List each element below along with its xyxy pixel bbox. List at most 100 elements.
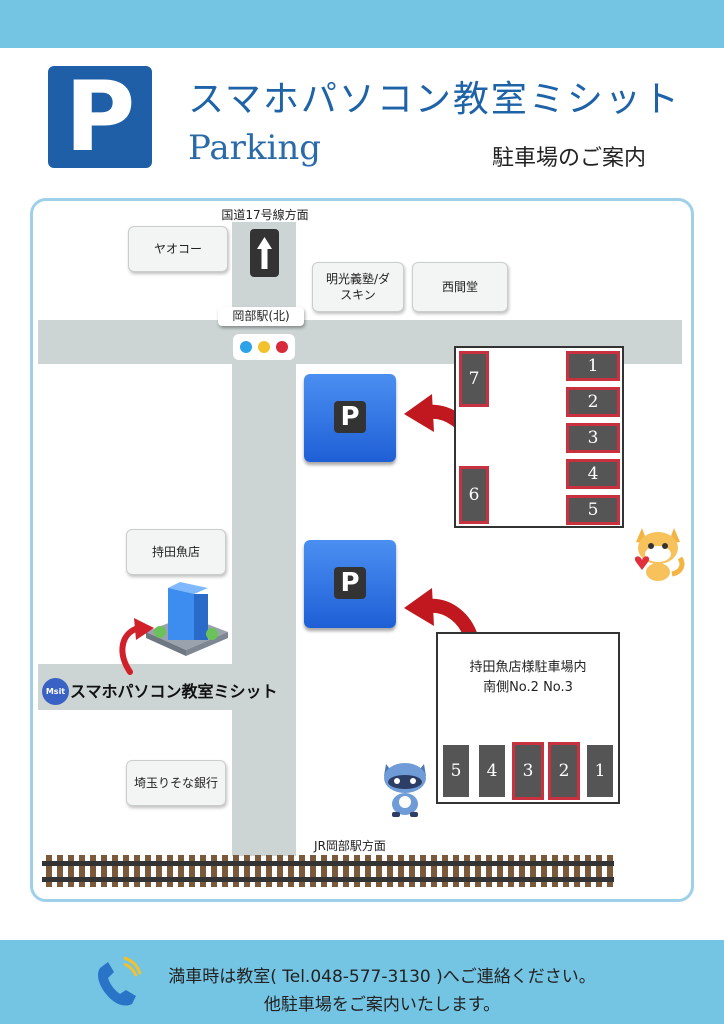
railroad-tie: [57, 855, 63, 887]
parking-slot: 1: [584, 742, 616, 800]
railroad-tie: [541, 855, 547, 887]
south-lot-caption-line1: 持田魚店様駐車場内: [469, 660, 587, 675]
railroad-tie: [178, 855, 184, 887]
railroad-tie: [123, 855, 129, 887]
railroad-tie: [145, 855, 151, 887]
railroad-tie: [574, 855, 580, 887]
railroad-track-icon: [42, 855, 614, 887]
railroad-tie: [431, 855, 437, 887]
parking-slot: 6: [459, 466, 489, 524]
railroad-tie: [365, 855, 371, 887]
building-yaoko-label: ヤオコー: [153, 242, 202, 256]
parking-sign-letter: P: [64, 61, 136, 173]
railroad-tie: [475, 855, 481, 887]
building-saitama-resona: 埼玉りそな銀行: [126, 760, 226, 806]
footer-guide-line: 他駐車場をご案内いたします。: [263, 995, 501, 1015]
railroad-tie: [321, 855, 327, 887]
raccoon-mascot-icon: [384, 763, 426, 817]
subtitle-english: Parking: [188, 128, 322, 168]
railroad-tie: [156, 855, 162, 887]
railroad-tie: [420, 855, 426, 887]
building-saitama-resona-label: 埼玉りそな銀行: [133, 776, 218, 790]
railroad-tie: [266, 855, 272, 887]
railroad-tie: [277, 855, 283, 887]
parking-sign-icon: P: [48, 66, 152, 168]
north-direction-label: 国道17号線方面: [221, 208, 309, 222]
railroad-tie: [200, 855, 206, 887]
railroad-tie: [222, 855, 228, 887]
page-title: スマホパソコン教室ミシット: [188, 79, 681, 120]
railroad-tie: [464, 855, 470, 887]
curved-arrow-icon: [119, 618, 154, 675]
parking-slot: 5: [440, 742, 472, 800]
railroad-tie: [409, 855, 415, 887]
railroad-tie: [101, 855, 107, 887]
railroad-tie: [563, 855, 569, 887]
building-mochida-label: 持田魚店: [151, 545, 200, 559]
railroad-tie: [376, 855, 382, 887]
railroad-tie: [68, 855, 74, 887]
railroad-tie: [519, 855, 525, 887]
parking-slot: 2: [566, 387, 620, 417]
parking-slot: 5: [566, 495, 620, 525]
building-seikandou-label: 西間堂: [441, 280, 478, 294]
railroad-tie: [343, 855, 349, 887]
building-meikou: 明光義塾/ダスキン: [312, 262, 404, 312]
railroad-tie: [90, 855, 96, 887]
railroad-tie: [332, 855, 338, 887]
railroad-tie: [486, 855, 492, 887]
building-yaoko: ヤオコー: [128, 226, 228, 272]
parking-icon: P: [304, 540, 396, 628]
railroad-tie: [596, 855, 602, 887]
building-seikandou: 西間堂: [412, 262, 508, 312]
parking-slot: 4: [476, 742, 508, 800]
railroad-tie: [585, 855, 591, 887]
railroad-tie: [607, 855, 613, 887]
parking-icon: P: [304, 374, 396, 462]
building-icon: [146, 582, 228, 656]
railroad-tie: [211, 855, 217, 887]
railroad-tie: [552, 855, 558, 887]
school-name-label: スマホパソコン教室ミシット: [70, 682, 278, 701]
railroad-tie: [354, 855, 360, 887]
south-direction-label: JR岡部駅方面: [314, 839, 386, 853]
traffic-signal-icon: [233, 334, 295, 360]
railroad-tie: [299, 855, 305, 887]
parking-slot: 4: [566, 459, 620, 489]
railroad-tie: [497, 855, 503, 887]
railroad-tie: [255, 855, 261, 887]
railroad-tie: [310, 855, 316, 887]
railroad-tie: [508, 855, 514, 887]
railroad-tie: [453, 855, 459, 887]
railroad-tie: [398, 855, 404, 887]
station-label: 岡部駅(北): [218, 307, 304, 326]
building-meikou-label: 明光義塾/ダスキン: [325, 272, 391, 302]
parking-icon-letter: P: [334, 567, 366, 599]
railroad-tie: [134, 855, 140, 887]
school-access-road: [38, 664, 288, 710]
cat-mascot-icon: [634, 528, 685, 581]
railroad-tie: [244, 855, 250, 887]
railroad-tie: [442, 855, 448, 887]
railroad-tie: [530, 855, 536, 887]
parking-slot-highlighted: 3: [512, 742, 544, 800]
railroad-tie: [387, 855, 393, 887]
railroad-tie: [189, 855, 195, 887]
railroad-tie: [167, 855, 173, 887]
parking-slot: 3: [566, 423, 620, 453]
railroad-tie: [233, 855, 239, 887]
footer-contact-line: 満車時は教室( Tel.048-577-3130 )へご連絡ください。: [168, 967, 596, 987]
building-mochida: 持田魚店: [126, 529, 226, 575]
up-arrow-icon: [250, 229, 279, 277]
parking-slot-highlighted: 2: [548, 742, 580, 800]
school-logo: Msit: [42, 678, 69, 705]
railroad-tie: [288, 855, 294, 887]
railroad-tie: [46, 855, 52, 887]
subtitle-japanese: 駐車場のご案内: [492, 146, 647, 171]
parking-slot: 7: [459, 351, 489, 407]
parking-slot: 1: [566, 351, 620, 381]
parking-icon-letter: P: [334, 401, 366, 433]
south-lot-caption-line2: 南側No.2 No.3: [483, 680, 573, 695]
railroad-tie: [112, 855, 118, 887]
telephone-icon: [98, 956, 142, 1006]
